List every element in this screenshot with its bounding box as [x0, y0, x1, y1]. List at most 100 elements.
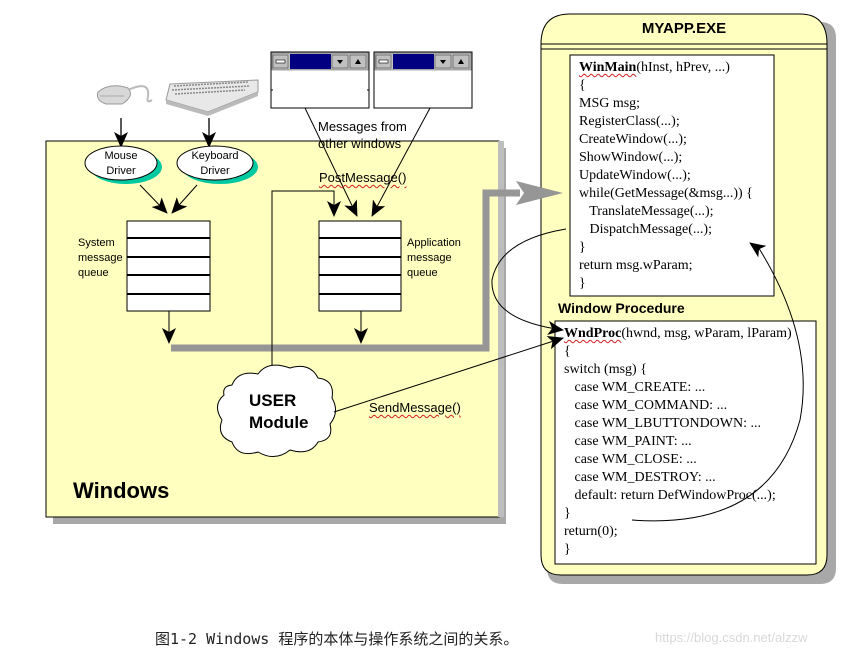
post-message-line	[271, 190, 341, 360]
window1-message-arrow	[304, 107, 358, 217]
mouse-driver-line-2: Driver	[106, 165, 136, 177]
watermark: https://blog.csdn.net/alzzw	[655, 630, 808, 645]
winmain-line: while(GetMessage(&msg...)) {	[579, 185, 753, 203]
wndproc-function-name: WndProc	[564, 326, 622, 341]
wndproc-line: {	[564, 343, 792, 361]
wndproc-code: WndProc(hwnd, msg, wParam, lParam){switc…	[564, 325, 792, 559]
wndproc-line: return(0);	[564, 523, 792, 541]
wndproc-line-text: return(0);	[564, 524, 618, 539]
winmain-line: }	[579, 239, 753, 257]
user-module-cloud	[217, 364, 336, 457]
keyboard-driver	[176, 145, 254, 181]
winmain-line: ShowWindow(...);	[579, 149, 753, 167]
return-to-loop-arrow	[631, 242, 804, 522]
wndproc-line-text: case WM_LBUTTONDOWN: ...	[564, 416, 762, 431]
winmain-line-text: TranslateMessage(...);	[579, 204, 714, 219]
system-queue-label: System message queue	[78, 236, 123, 281]
user-module-label: USER Module	[249, 390, 309, 434]
messages-from-label: Messages from other windows	[318, 118, 407, 152]
mouse-to-queue-arrow	[139, 184, 168, 214]
app-queue-label: Application message queue	[407, 236, 461, 281]
panel-edge	[498, 141, 504, 517]
dispatch-to-wndproc-arrow	[491, 228, 567, 335]
winmain-line: MSG msg;	[579, 95, 753, 113]
mouse-driver-line-1: Mouse	[104, 150, 138, 162]
wndproc-line: WndProc(hwnd, msg, wParam, lParam)	[564, 325, 792, 343]
wndproc-line-text: (hwnd, msg, wParam, lParam)	[621, 326, 792, 341]
user-module-line-2: Module	[249, 413, 309, 432]
app-queue-line-2: message	[407, 252, 452, 264]
winmain-line-text: DispatchMessage(...);	[579, 222, 712, 237]
wndproc-line: case WM_CLOSE: ...	[564, 451, 792, 469]
application-message-queue	[318, 220, 402, 312]
winmain-line: WinMain(hInst, hPrev, ...)	[579, 59, 753, 77]
windows-title: Windows	[73, 478, 170, 503]
winmain-code: WinMain(hInst, hPrev, ...){MSG msg;Regis…	[579, 59, 753, 293]
app-queue-line-1: Application	[407, 237, 461, 249]
send-message-arrow	[333, 335, 564, 413]
messages-from-line-2: other windows	[318, 136, 402, 151]
keyboard-driver-label: Keyboard Driver	[177, 149, 253, 179]
wndproc-line-text: case WM_CLOSE: ...	[564, 452, 697, 467]
wndproc-line: case WM_COMMAND: ...	[564, 397, 792, 415]
figure-caption: 图1-2 Windows 程序的本体与操作系统之间的关系。	[155, 630, 519, 648]
system-message-queue	[126, 220, 211, 312]
other-window-1	[270, 51, 370, 109]
post-message-label: PostMessage()	[319, 170, 407, 185]
window2-message-arrow	[371, 107, 431, 217]
winmain-line-text: UpdateWindow(...);	[579, 168, 691, 183]
wndproc-line-text: }	[564, 542, 571, 557]
send-message-label: SendMessage()	[369, 400, 461, 415]
dispatch-gray-arrowhead	[516, 181, 563, 205]
other-window-2	[373, 51, 473, 109]
winmain-line-text: (hInst, hPrev, ...)	[636, 60, 730, 75]
wndproc-line: }	[564, 505, 792, 523]
winmain-box	[569, 54, 775, 297]
wndproc-line-text: case WM_CREATE: ...	[564, 380, 706, 395]
winmain-line: DispatchMessage(...);	[579, 221, 753, 239]
wndproc-line: default: return DefWindowProc(...);	[564, 487, 792, 505]
winmain-line-text: }	[579, 276, 586, 291]
winmain-line: CreateWindow(...);	[579, 131, 753, 149]
dispatch-gray-path	[171, 189, 520, 352]
wndproc-line-text: switch (msg) {	[564, 362, 647, 377]
winmain-line: RegisterClass(...);	[579, 113, 753, 131]
system-queue-line-1: System	[78, 237, 115, 249]
wndproc-line-text: case WM_PAINT: ...	[564, 434, 692, 449]
wndproc-line: case WM_LBUTTONDOWN: ...	[564, 415, 792, 433]
winmain-line-text: ShowWindow(...);	[579, 150, 683, 165]
winmain-line-text: CreateWindow(...);	[579, 132, 687, 147]
winmain-function-name: WinMain	[579, 60, 637, 75]
wndproc-line: case WM_DESTROY: ...	[564, 469, 792, 487]
system-queue-line-2: message	[78, 252, 123, 264]
winmain-line: UpdateWindow(...);	[579, 167, 753, 185]
wndproc-line-text: {	[564, 344, 571, 359]
wndproc-line: switch (msg) {	[564, 361, 792, 379]
keyboard-icon	[165, 79, 259, 116]
wndproc-line-text: case WM_DESTROY: ...	[564, 470, 716, 485]
wndproc-line: case WM_PAINT: ...	[564, 433, 792, 451]
wndproc-box	[554, 320, 817, 565]
wndproc-line: }	[564, 541, 792, 559]
mouse-driver-label: Mouse Driver	[85, 149, 157, 179]
window-procedure-title: Window Procedure	[558, 300, 685, 316]
winmain-line-text: return msg.wParam;	[579, 258, 693, 273]
winmain-line-text: while(GetMessage(&msg...)) {	[579, 186, 753, 201]
winmain-line: TranslateMessage(...);	[579, 203, 753, 221]
winmain-line-text: }	[579, 240, 586, 255]
keyboard-driver-line-2: Driver	[200, 165, 230, 177]
app-queue-line-3: queue	[407, 267, 438, 279]
winmain-line-text: MSG msg;	[579, 96, 641, 111]
system-queue-line-3: queue	[78, 267, 109, 279]
mouse-driver	[84, 145, 158, 181]
user-module-line-1: USER	[249, 391, 297, 410]
winmain-line: {	[579, 77, 753, 95]
wndproc-line: case WM_CREATE: ...	[564, 379, 792, 397]
wndproc-line-text: default: return DefWindowProc(...);	[564, 488, 776, 503]
app-title: MYAPP.EXE	[641, 20, 727, 37]
winmain-line: return msg.wParam;	[579, 257, 753, 275]
keyboard-to-queue-arrow	[171, 184, 198, 214]
messages-from-line-1: Messages from	[318, 119, 407, 134]
winmain-line: }	[579, 275, 753, 293]
